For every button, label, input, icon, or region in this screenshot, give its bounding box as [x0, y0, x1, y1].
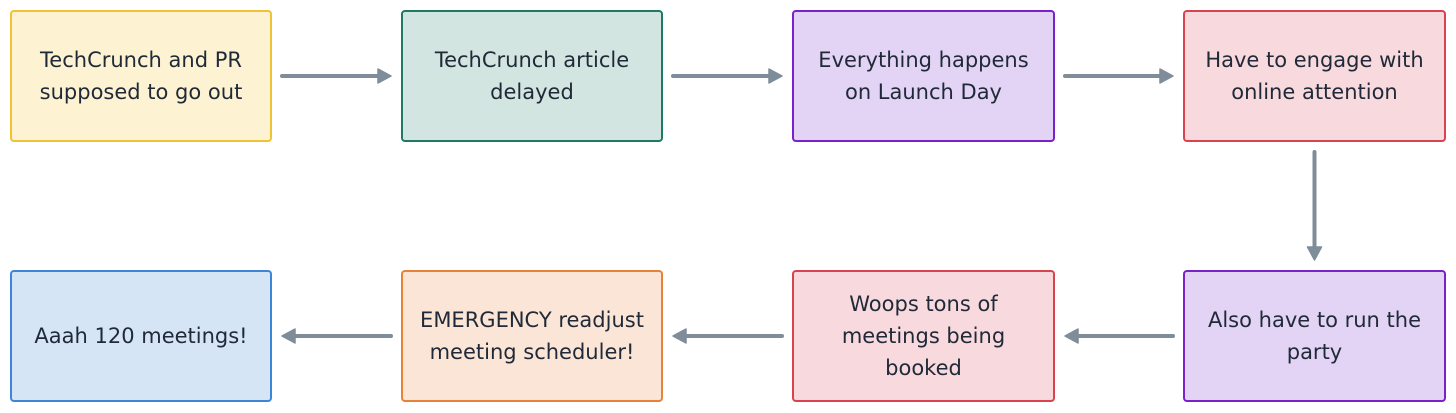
node-120-meetings: Aaah 120 meetings!: [10, 270, 272, 402]
arrow-n1-to-n2: [280, 68, 392, 84]
node-120-meetings-label: Aaah 120 meetings!: [34, 324, 248, 348]
arrow-head: [377, 68, 392, 84]
arrow-head: [281, 328, 296, 344]
arrow-n3-to-n4: [1063, 68, 1174, 84]
arrow-n7-to-n8: [281, 328, 393, 344]
arrow-n2-to-n3: [671, 68, 783, 84]
arrow-n6-to-n7: [672, 328, 784, 344]
arrow-n5-to-n6: [1064, 328, 1175, 344]
arrow-head: [672, 328, 687, 344]
arrow-head: [1306, 246, 1323, 261]
arrow-head: [1064, 328, 1079, 344]
arrow-n4-to-n5: [1306, 150, 1323, 261]
arrow-head: [1159, 68, 1174, 84]
arrow-head: [768, 68, 783, 84]
